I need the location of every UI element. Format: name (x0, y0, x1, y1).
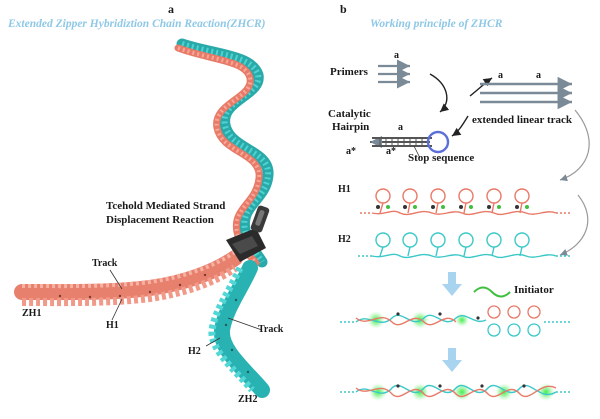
catalytic-hairpin (370, 130, 450, 159)
h2-label-b: H2 (338, 234, 351, 245)
left-track-zh1 (14, 250, 243, 307)
upper-zipped-track (174, 38, 274, 268)
right-track-zh2 (208, 260, 270, 398)
panel-a-letter: a (168, 2, 174, 16)
track-a2-label: a (536, 70, 541, 81)
h1-label-a: H1 (106, 320, 119, 331)
partial-zip-row (340, 305, 570, 337)
initiator-strand (473, 286, 511, 298)
stop-sequence-label: Stop sequence (408, 152, 475, 164)
primer-a-label: a (394, 50, 399, 61)
h2-hairpin-row (358, 232, 570, 259)
extended-linear-track-label: extended linear track (472, 114, 573, 126)
panel-a-title: Extended Zipper Hybridiztion Chain React… (8, 18, 266, 30)
panel-b-letter: b (340, 2, 347, 16)
hairpin-astar-left: a* (346, 146, 356, 157)
guide-arrows (559, 109, 590, 256)
hairpin-astar-mid: a* (386, 146, 396, 157)
full-zip-row (340, 383, 572, 401)
zipper-label-line2: Displacement Reaction (106, 214, 214, 226)
zipper-label-line1: Tcehold Mediated Strand (106, 200, 226, 212)
zh2-label: ZH2 (238, 394, 258, 405)
panel-b-title: Working principle of ZHCR (370, 18, 503, 30)
zipper-slider (226, 205, 270, 262)
reaction-down-arrows (442, 272, 462, 372)
h1-label-b: H1 (338, 184, 351, 195)
cycle-arrows (429, 73, 493, 137)
hairpin-a-label: a (398, 122, 403, 133)
catalytic-label-line1: Catalytic (328, 108, 371, 120)
track-a1-label: a (498, 70, 503, 81)
primers-label: Primers (330, 66, 368, 78)
track-label-left: Track (92, 258, 118, 269)
primers-arrows (378, 59, 410, 89)
initiator-label: Initiator (514, 284, 554, 296)
catalytic-label-line2: Hairpin (332, 121, 370, 133)
track-label-right: Track (258, 324, 284, 335)
h2-label-a: H2 (188, 346, 201, 357)
extended-linear-track-arrows (480, 76, 572, 110)
h1-hairpin-row (360, 188, 570, 216)
zh1-label: ZH1 (22, 308, 42, 319)
